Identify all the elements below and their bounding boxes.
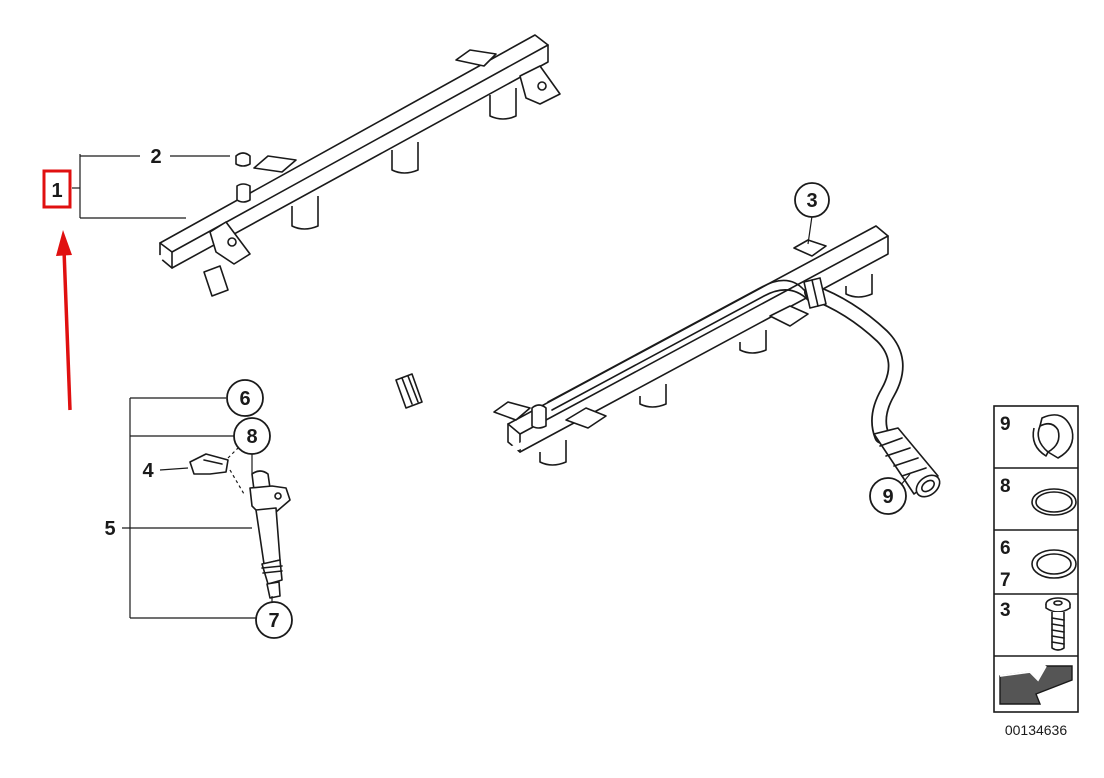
legend-label-9: 9 [1000,414,1011,435]
callout-5: 5 [104,518,115,540]
callouts: 1 2 3 4 5 6 8 7 9 [42,146,907,639]
callout-7: 7 [268,610,279,632]
callout-2: 2 [150,146,161,168]
callout-8: 8 [246,426,257,448]
fuel-rail-right [493,225,889,466]
legend-label-6: 6 [1000,538,1011,559]
highlight-box [42,169,72,209]
legend-label-3: 3 [1000,600,1011,621]
connecting-fuel-line [137,255,809,454]
callout-3: 3 [806,190,817,212]
callout-9: 9 [882,486,893,508]
seal-ring-icon [1031,549,1077,579]
arrow-up-icon [56,230,72,411]
legend-label-8: 8 [1000,476,1011,497]
leader-lines [72,154,911,619]
callout-1: 1 [51,180,62,202]
arrow-down-left-icon [999,665,1073,705]
diagram-code: 00134636 [1005,722,1068,738]
feed-hose [803,277,941,498]
legend-label-7: 7 [1000,570,1011,591]
bolt-icon [1045,597,1071,651]
fuel-rail-left [159,34,561,269]
o-ring-icon [1031,488,1077,516]
hose-clip-icon [1032,414,1074,459]
callout-6: 6 [239,388,250,410]
callout-4: 4 [142,460,154,482]
injector-assembly [189,445,291,599]
parts-legend: 9 8 6 7 3 [993,405,1079,713]
